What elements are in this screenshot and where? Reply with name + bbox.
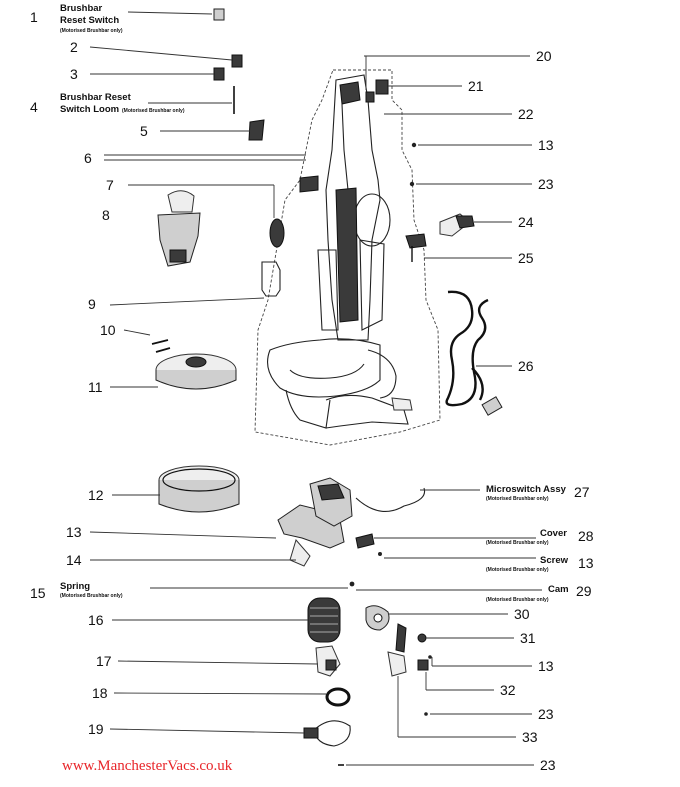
callout-number: 13 xyxy=(578,555,594,571)
part-7 xyxy=(269,218,285,248)
callout-note: (Motorised Brushbar only) xyxy=(60,28,123,34)
callout-16: 16 xyxy=(88,612,104,628)
callout-23-b: 23 xyxy=(538,706,554,722)
part-32 xyxy=(417,659,429,671)
part-23-screw-a xyxy=(409,181,415,187)
callout-label: Microswitch Assy xyxy=(486,484,567,495)
part-27-microswitch-assy xyxy=(309,477,426,527)
part-2 xyxy=(231,54,243,68)
part-11-cyclone-base xyxy=(155,353,237,390)
part-6 xyxy=(299,175,319,193)
part-12-filter xyxy=(158,465,240,513)
callout-26: 26 xyxy=(518,358,534,374)
callout-note: (Motorised Brushbar only) xyxy=(60,593,123,599)
callout-note: (Motorised Brushbar only) xyxy=(122,108,185,114)
callout-31: 31 xyxy=(520,630,536,646)
part-31 xyxy=(417,633,427,643)
callout-17: 17 xyxy=(96,653,112,669)
callout-label: Screw xyxy=(540,555,569,566)
callout-6: 6 xyxy=(84,150,92,166)
part-28-cover xyxy=(355,533,375,549)
callout-15: 15 Spring (Motorised Brushbar only) xyxy=(30,581,123,601)
part-29-cam xyxy=(349,581,355,587)
callout-10: 10 xyxy=(100,322,116,338)
part-9-seal xyxy=(261,261,281,297)
callout-4: 4 Brushbar Reset Switch Loom (Motorised … xyxy=(30,92,185,115)
callout-number: 15 xyxy=(30,585,46,601)
callout-note: (Motorised Brushbar only) xyxy=(486,496,549,502)
callout-19: 19 xyxy=(88,721,104,737)
callout-9: 9 xyxy=(88,296,96,312)
upright-body xyxy=(267,74,413,429)
part-18-o-ring xyxy=(325,687,351,707)
part-23-screw-b xyxy=(424,712,428,716)
housing-dashed-outline xyxy=(254,69,441,446)
part-13-screw-small xyxy=(378,552,382,556)
callout-32: 32 xyxy=(500,682,516,698)
part-16-spring xyxy=(307,597,341,643)
callout-25: 25 xyxy=(518,250,534,266)
callout-23-a: 23 xyxy=(538,176,554,192)
callout-label: Brushbar Reset xyxy=(60,92,132,103)
callout-number: 1 xyxy=(30,9,38,25)
callout-number: 29 xyxy=(576,583,592,599)
callout-number: 27 xyxy=(574,484,590,500)
part-13-screw-b xyxy=(428,655,432,659)
callout-2: 2 xyxy=(70,39,78,55)
part-21 xyxy=(375,79,389,95)
callout-3: 3 xyxy=(70,66,78,82)
callout-28: Cover (Motorised Brushbar only) 28 xyxy=(486,528,594,546)
leader-lines xyxy=(89,11,542,766)
part-5 xyxy=(248,119,265,141)
part-10 xyxy=(151,339,171,353)
callout-23-c: 23 xyxy=(540,757,556,773)
callout-note: (Motorised Brushbar only) xyxy=(486,567,549,573)
callout-label-line2: Reset Switch xyxy=(60,15,119,26)
part-25 xyxy=(405,233,427,262)
callout-30: 30 xyxy=(514,606,530,622)
callout-note: (Motorised Brushbar only) xyxy=(486,597,549,603)
part-13-screw-a xyxy=(411,142,417,148)
part-33-lever xyxy=(387,623,407,677)
callout-number: 4 xyxy=(30,99,38,115)
part-3 xyxy=(213,67,225,81)
callout-33: 33 xyxy=(522,729,538,745)
callout-13-right-a: 13 xyxy=(538,137,554,153)
part-30 xyxy=(365,605,390,631)
callout-12: 12 xyxy=(88,487,104,503)
callout-18: 18 xyxy=(92,685,108,701)
part-19-clamp xyxy=(303,720,351,747)
watermark-url: www.ManchesterVacs.co.uk xyxy=(62,758,233,774)
callout-13-screw: Screw (Motorised Brushbar only) 13 xyxy=(486,555,594,573)
part-26-power-cord xyxy=(445,290,503,416)
callout-13-left: 13 xyxy=(66,524,82,540)
callout-7: 7 xyxy=(106,177,114,193)
callout-8: 8 xyxy=(102,207,110,223)
part-17 xyxy=(315,645,341,677)
callout-1: 1 Brushbar Reset Switch (Motorised Brush… xyxy=(30,3,123,34)
part-8-separator-housing xyxy=(157,190,201,267)
callout-24: 24 xyxy=(518,214,534,230)
callout-13-right-b: 13 xyxy=(538,658,554,674)
callout-note: (Motorised Brushbar only) xyxy=(486,540,549,546)
callout-20: 20 xyxy=(536,48,552,64)
part-1-reset-switch xyxy=(213,8,225,21)
callout-22: 22 xyxy=(518,106,534,122)
callout-label: Cam xyxy=(548,584,569,595)
callout-label: Cover xyxy=(540,528,567,539)
callout-number: 28 xyxy=(578,528,594,544)
callout-21: 21 xyxy=(468,78,484,94)
callout-label: Brushbar xyxy=(60,3,103,14)
part-24 xyxy=(439,213,475,237)
callout-27: Microswitch Assy (Motorised Brushbar onl… xyxy=(486,484,590,502)
part-20 xyxy=(365,91,375,103)
callout-11: 11 xyxy=(88,379,103,395)
callout-label: Spring xyxy=(60,581,90,592)
callout-label-line2: Switch Loom xyxy=(60,104,119,115)
callout-5: 5 xyxy=(140,123,148,139)
callout-14: 14 xyxy=(66,552,82,568)
callout-29: Cam (Motorised Brushbar only) 29 xyxy=(486,583,592,603)
